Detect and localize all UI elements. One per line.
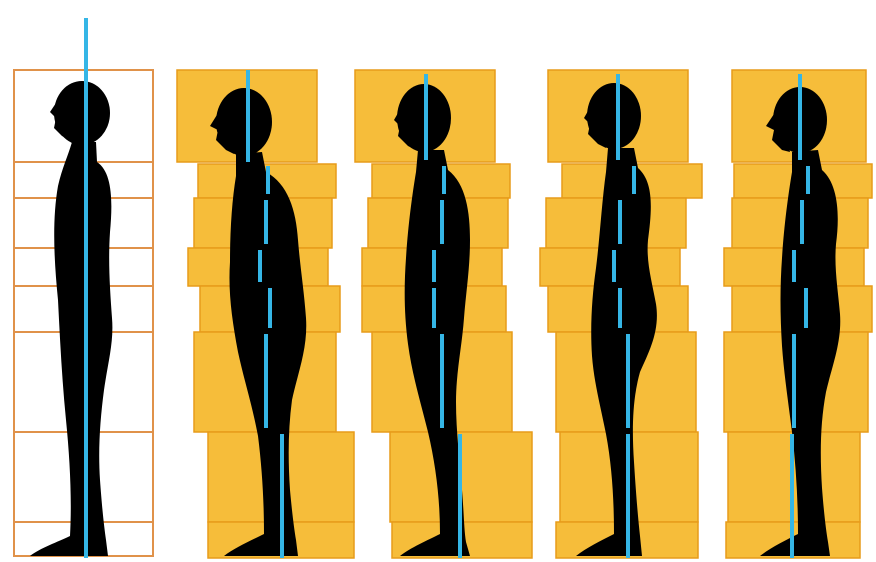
plumb-line xyxy=(432,288,436,328)
plumb-line xyxy=(800,200,804,244)
figure-deviation-3 xyxy=(540,70,702,558)
figure-deviation-4 xyxy=(724,70,872,558)
plumb-line xyxy=(792,250,796,282)
plumb-line xyxy=(432,250,436,282)
plumb-line xyxy=(440,200,444,244)
plumb-line xyxy=(804,288,808,328)
plumb-line xyxy=(632,166,636,194)
plumb-line xyxy=(626,434,630,558)
plumb-line xyxy=(258,250,262,282)
plumb-line xyxy=(440,334,444,428)
plumb-line xyxy=(806,166,810,194)
plumb-line xyxy=(612,250,616,282)
plumb-line xyxy=(424,74,428,160)
plumb-line xyxy=(266,166,270,194)
plumb-line xyxy=(798,74,802,160)
plumb-line xyxy=(616,74,620,160)
plumb-line xyxy=(268,288,272,328)
plumb-line xyxy=(442,166,446,194)
plumb-line xyxy=(84,18,88,558)
plumb-line xyxy=(280,434,284,558)
plumb-line xyxy=(246,70,250,162)
plumb-line xyxy=(264,334,268,428)
plumb-line xyxy=(458,434,462,558)
plumb-line xyxy=(264,200,268,244)
plumb-line xyxy=(618,200,622,244)
plumb-line xyxy=(790,434,794,558)
figure-neutral xyxy=(14,18,153,558)
plumb-line xyxy=(618,288,622,328)
plumb-line xyxy=(626,334,630,428)
plumb-line xyxy=(792,334,796,428)
